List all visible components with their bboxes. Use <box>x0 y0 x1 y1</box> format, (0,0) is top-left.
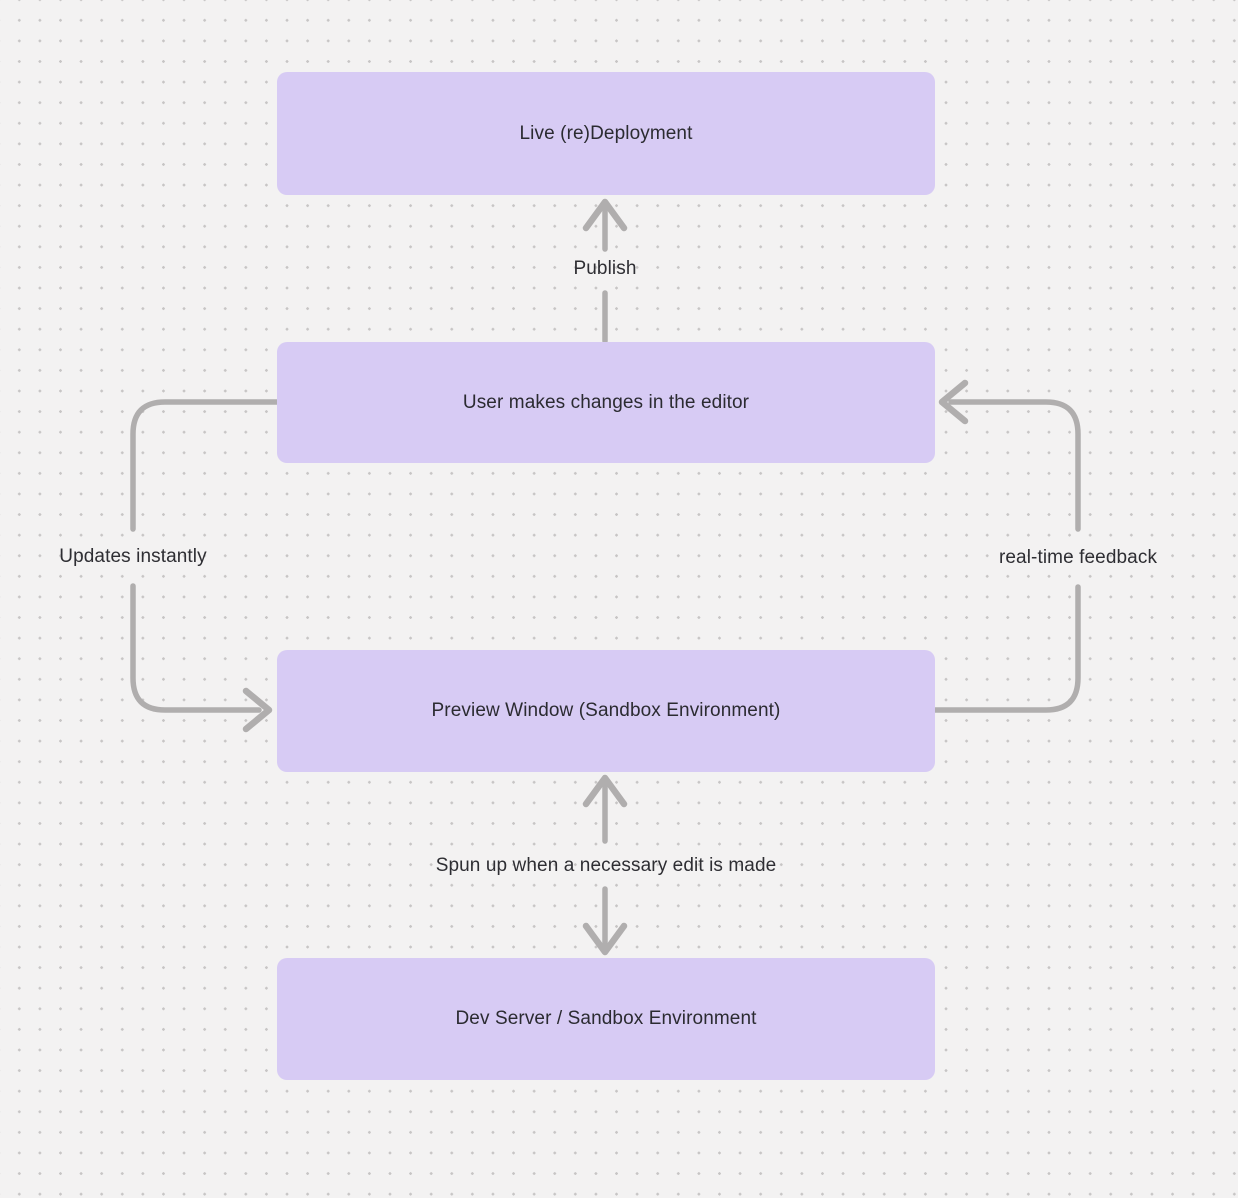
arrowhead-down-icon <box>582 922 628 956</box>
edge-label-spun-up[interactable]: Spun up when a necessary edit is made <box>435 855 777 876</box>
edge-label-updates-instantly[interactable]: Updates instantly <box>59 546 207 567</box>
node-live-redeployment[interactable]: Live (re)Deployment <box>277 72 935 195</box>
node-label: User makes changes in the editor <box>462 391 750 413</box>
node-label: Live (re)Deployment <box>519 122 693 144</box>
node-dev-server[interactable]: Dev Server / Sandbox Environment <box>277 958 935 1080</box>
arrowhead-up-icon <box>582 198 628 232</box>
arrowhead-right-icon <box>242 687 273 733</box>
edge-line <box>130 583 262 713</box>
edge-spun-up-arrow[interactable] <box>582 774 628 956</box>
edge-label-realtime-feedback[interactable]: real-time feedback <box>998 547 1158 568</box>
arrowhead-up-icon <box>582 774 628 808</box>
node-preview-window[interactable]: Preview Window (Sandbox Environment) <box>277 650 935 772</box>
node-label: Dev Server / Sandbox Environment <box>455 1008 757 1029</box>
node-label: Preview Window (Sandbox Environment) <box>431 700 781 721</box>
edge-publish-arrow[interactable] <box>582 198 628 344</box>
edge-realtime-feedback-arrow[interactable] <box>929 379 1081 713</box>
edge-label-publish[interactable]: Publish <box>573 258 637 279</box>
arrowhead-left-icon <box>938 379 969 425</box>
node-user-editor[interactable]: User makes changes in the editor <box>277 342 935 463</box>
edge-line <box>130 399 283 532</box>
edge-line <box>929 584 1081 713</box>
edge-line <box>948 399 1081 532</box>
edge-updates-instantly-arrow[interactable] <box>130 399 283 733</box>
